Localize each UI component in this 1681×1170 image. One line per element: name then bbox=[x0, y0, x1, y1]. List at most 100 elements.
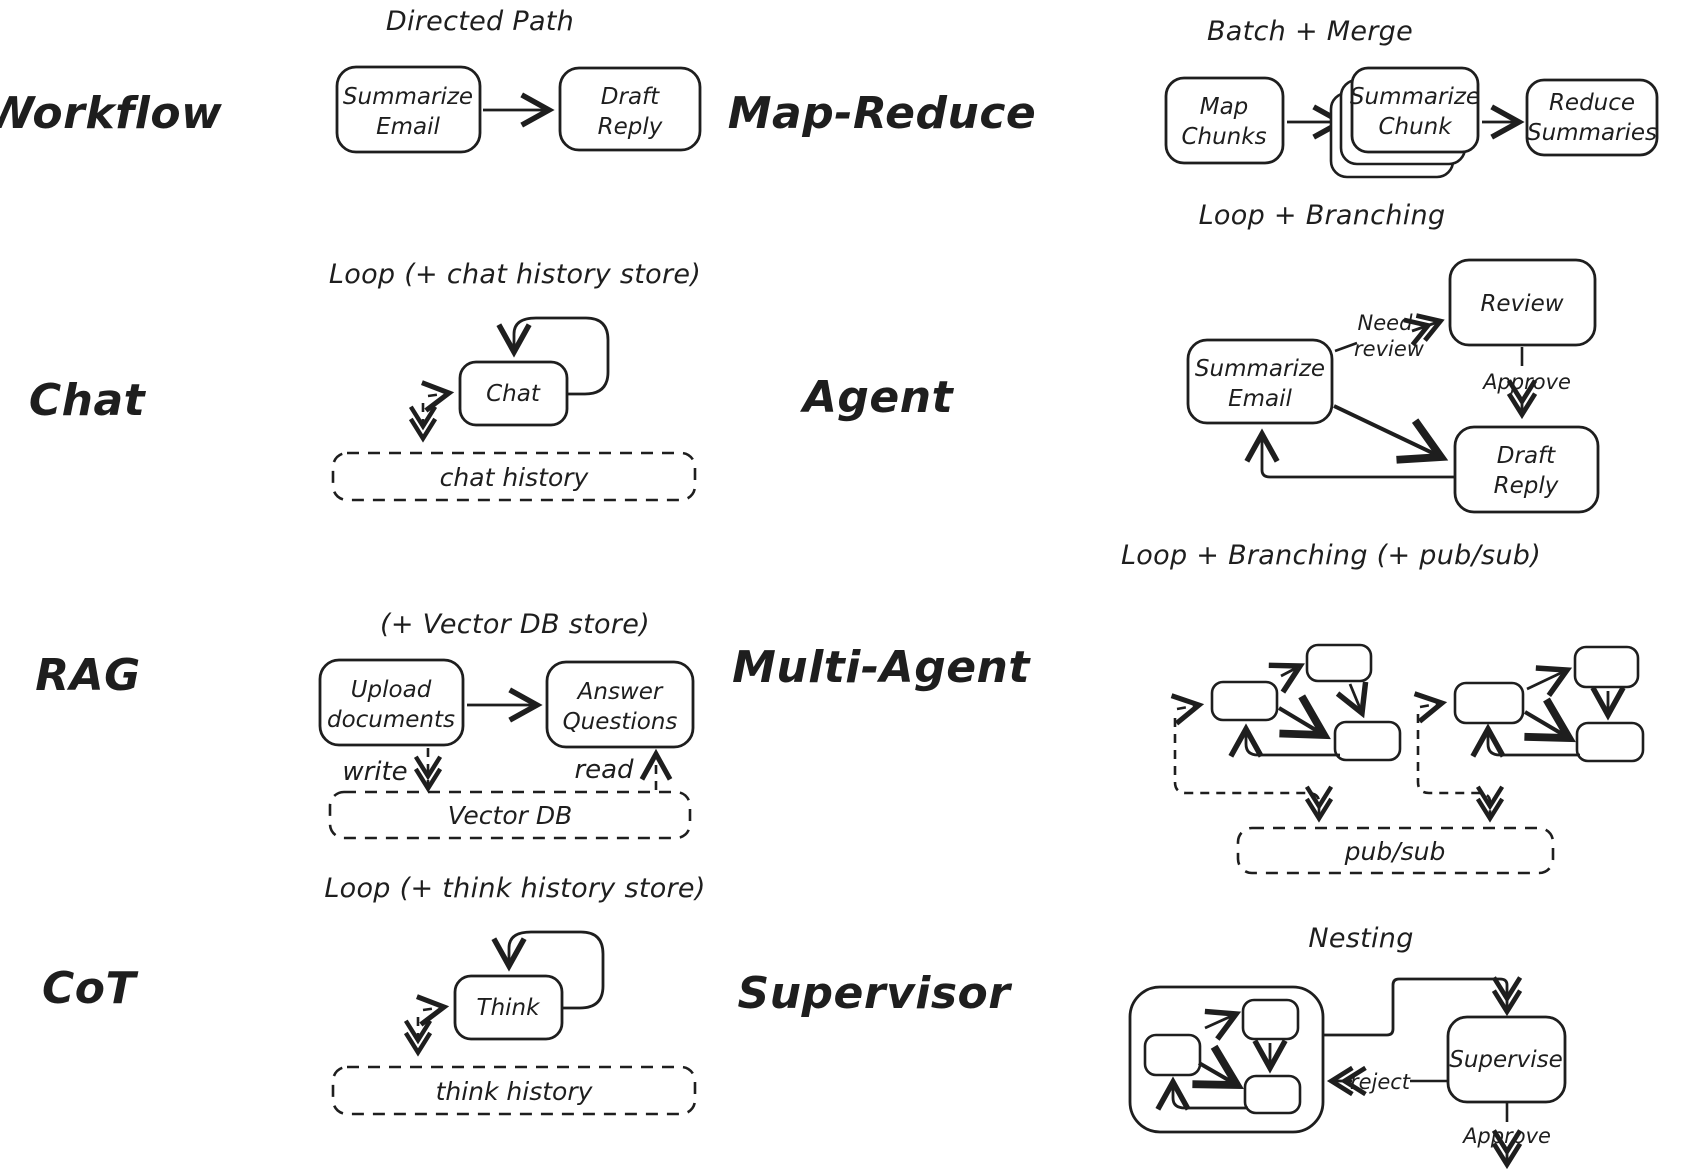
multi-agent-right-arrow-ab bbox=[1526, 665, 1573, 697]
supervisor-title: Nesting bbox=[1308, 923, 1413, 954]
workflow-section-label: Workflow bbox=[0, 88, 222, 139]
reduce-summaries-label: Reduce bbox=[1549, 90, 1635, 116]
agent-need-review-label: Need bbox=[1358, 311, 1414, 335]
rag-answer-label2: Questions bbox=[563, 709, 678, 735]
multi-agent-left-loop-back bbox=[1228, 723, 1340, 758]
workflow-node-draft-reply-label2: Reply bbox=[598, 114, 663, 140]
rag-vector-db-store-box bbox=[328, 790, 692, 840]
cot-think-history-label: think history bbox=[436, 1077, 594, 1106]
agent-node-summarize-email bbox=[1186, 338, 1334, 425]
rag-title: (+ Vector DB store) bbox=[380, 609, 650, 640]
supervisor-nesting-arrow bbox=[1323, 976, 1523, 1037]
summarize-chunk-label: Summarize bbox=[1350, 84, 1480, 110]
supervisor-inner-loop-back bbox=[1155, 1076, 1248, 1111]
workflow-title: Directed Path bbox=[386, 6, 574, 37]
multi-agent-left-node-a bbox=[1210, 680, 1279, 722]
map-reduce-title: Batch + Merge bbox=[1207, 16, 1413, 47]
multi-agent-right-node-c bbox=[1575, 721, 1645, 763]
section-map-reduce: Map-Reduce Batch + Merge Map Chunks Summ… bbox=[728, 16, 1659, 179]
rag-upload-label2: documents bbox=[327, 707, 455, 733]
supervisor-inner-node-b bbox=[1241, 998, 1300, 1041]
agent-summarize-email-label: Summarize bbox=[1195, 356, 1325, 382]
multi-agent-left-input-arrow bbox=[1170, 693, 1205, 726]
map-reduce-node-summarize-chunk bbox=[1350, 66, 1480, 154]
supervisor-approve-label: Approve bbox=[1461, 1124, 1551, 1148]
agent-node-review bbox=[1448, 258, 1597, 347]
agent-section-label: Agent bbox=[800, 372, 955, 423]
chat-node bbox=[458, 360, 569, 427]
cot-title: Loop (+ think history store) bbox=[324, 873, 705, 904]
reduce-summaries-label2: Summaries bbox=[1527, 120, 1657, 146]
section-cot: CoT Loop (+ think history store) Think t… bbox=[42, 873, 705, 1116]
chat-history-store-box bbox=[331, 451, 697, 502]
supervisor-inner-node-a bbox=[1143, 1033, 1202, 1077]
workflow-node-summarize-email-label2: Email bbox=[376, 114, 440, 140]
supervisor-inner-node-c bbox=[1243, 1074, 1302, 1115]
chat-self-loop-arrow bbox=[496, 316, 610, 396]
agent-need-review-arrow bbox=[1403, 313, 1445, 347]
supervisor-reject-label: reject bbox=[1350, 1070, 1411, 1094]
cot-node-think bbox=[453, 974, 564, 1041]
chat-title: Loop (+ chat history store) bbox=[329, 259, 701, 290]
multi-agent-left-arrow-ac bbox=[1277, 694, 1331, 740]
section-multi-agent: Multi-Agent Loop + Branching (+ pub/sub) bbox=[732, 540, 1645, 875]
rag-section-label: RAG bbox=[35, 650, 141, 701]
agent-title: Loop + Branching bbox=[1199, 200, 1446, 231]
agent-approve-label: Approve bbox=[1481, 370, 1571, 394]
multi-agent-cluster-right bbox=[1413, 645, 1645, 823]
rag-write-label: write bbox=[342, 757, 407, 787]
multi-agent-cluster-left bbox=[1170, 643, 1402, 823]
multi-agent-right-loop-back bbox=[1470, 723, 1580, 758]
cot-input-dashed-arrow bbox=[416, 994, 450, 1027]
workflow-node-draft-reply bbox=[558, 66, 702, 152]
chat-node-label: Chat bbox=[486, 381, 541, 407]
agent-need-review-tail bbox=[1334, 341, 1358, 353]
multi-agent-section-label: Multi-Agent bbox=[732, 642, 1031, 693]
cot-section-label: CoT bbox=[42, 963, 139, 1014]
multi-agent-left-node-b bbox=[1305, 643, 1373, 683]
rag-answer-label: Answer bbox=[576, 679, 664, 705]
agent-draft-arrow bbox=[1333, 404, 1449, 464]
map-chunks-label2: Chunks bbox=[1181, 124, 1266, 150]
multi-agent-left-arrow-bc bbox=[1335, 681, 1369, 719]
workflow-node-draft-reply-label: Draft bbox=[601, 84, 660, 110]
cot-think-label: Think bbox=[477, 995, 542, 1021]
agent-loop-back-arrow bbox=[1244, 428, 1455, 479]
multi-agent-pubsub-label: pub/sub bbox=[1344, 837, 1446, 866]
chat-history-store-label: chat history bbox=[440, 463, 590, 492]
agent-node-draft-reply bbox=[1453, 425, 1600, 514]
supervisor-section-label: Supervisor bbox=[738, 968, 1013, 1019]
multi-agent-right-pubsub-arrow bbox=[1416, 714, 1505, 823]
workflow-node-summarize-email bbox=[335, 65, 482, 154]
rag-node-upload-documents bbox=[318, 658, 465, 747]
section-rag: RAG (+ Vector DB store) Upload documents… bbox=[35, 609, 695, 840]
supervisor-inner-arrow-ac bbox=[1192, 1044, 1244, 1090]
cot-think-history-store-box bbox=[331, 1065, 697, 1116]
multi-agent-left-arrow-ab bbox=[1268, 662, 1305, 694]
multi-agent-left-pubsub-arrow bbox=[1173, 718, 1334, 823]
multi-agent-right-node-b bbox=[1573, 645, 1640, 689]
supervisor-supervise-label: Supervise bbox=[1449, 1047, 1563, 1073]
multi-agent-left-node-c bbox=[1333, 720, 1402, 762]
section-supervisor: Supervisor Nesting Supervise reject Appr… bbox=[738, 923, 1567, 1170]
rag-node-answer-questions bbox=[545, 660, 695, 749]
agent-draft-reply-label2: Reply bbox=[1494, 473, 1559, 499]
multi-agent-pubsub-store-box bbox=[1236, 826, 1555, 875]
summarize-chunk-label2: Chunk bbox=[1378, 114, 1453, 140]
rag-read-label: read bbox=[574, 755, 634, 785]
agent-review-label: Review bbox=[1480, 291, 1563, 317]
section-agent: Agent Loop + Branching Review Summarize … bbox=[800, 200, 1600, 514]
rag-upload-label: Upload bbox=[351, 677, 432, 703]
multi-agent-right-arrow-ac bbox=[1523, 697, 1576, 743]
chat-input-dashed-arrow bbox=[421, 380, 455, 413]
multi-agent-title: Loop + Branching (+ pub/sub) bbox=[1121, 540, 1541, 571]
map-chunks-label: Map bbox=[1200, 94, 1249, 120]
agent-draft-reply-label: Draft bbox=[1497, 443, 1556, 469]
agent-summarize-email-label2: Email bbox=[1228, 386, 1292, 412]
agent-need-review-label2: review bbox=[1354, 337, 1425, 361]
map-reduce-node-map-chunks bbox=[1164, 76, 1285, 165]
section-chat: Chat Loop (+ chat history store) Chat ch… bbox=[29, 259, 701, 502]
rag-vector-db-label: Vector DB bbox=[448, 801, 573, 830]
cot-self-loop-arrow bbox=[491, 930, 605, 1010]
